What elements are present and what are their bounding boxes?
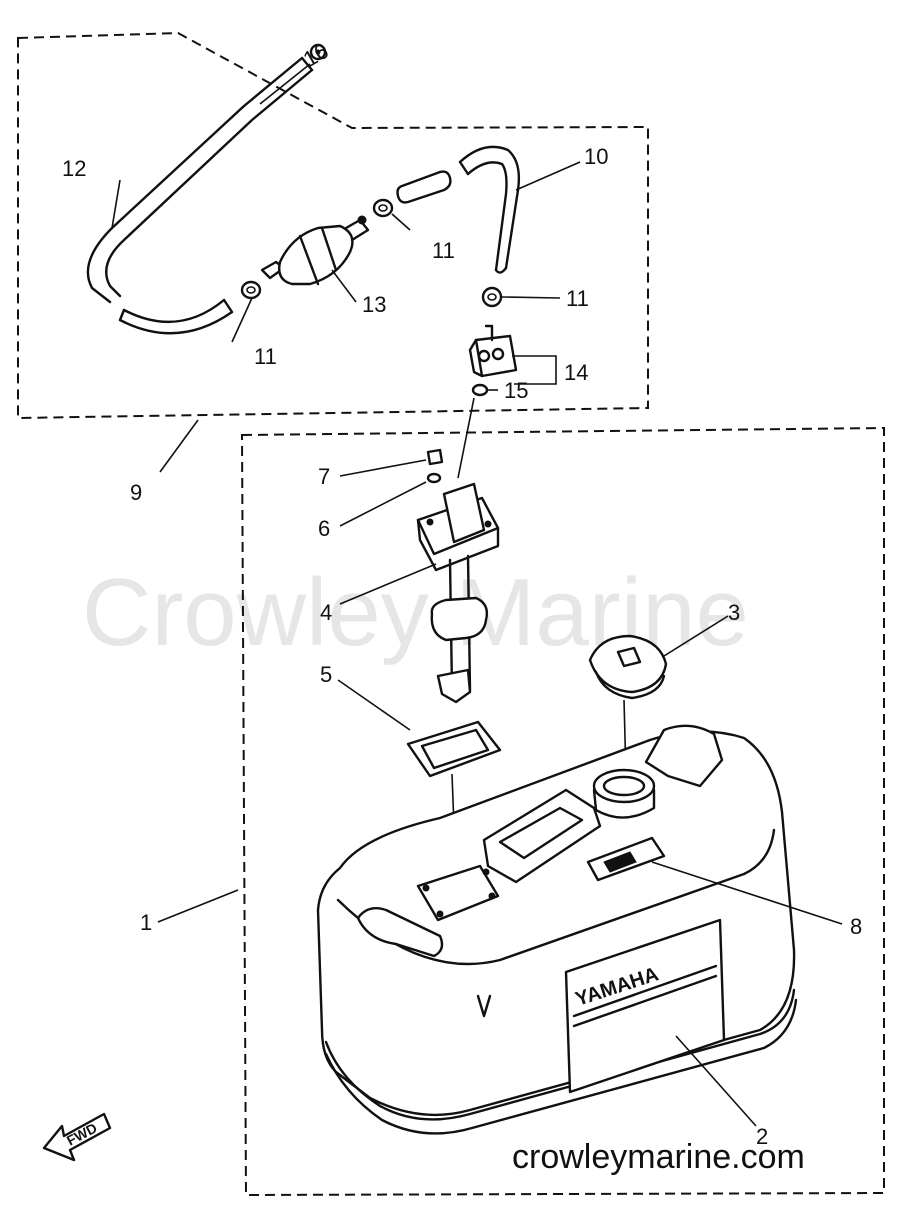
gasket-5	[406, 720, 502, 778]
fuel-gauge-assembly-4	[416, 482, 500, 704]
leader-lines	[111, 63, 843, 1127]
callout-16: 16	[299, 38, 333, 72]
callout-15: 15	[504, 378, 528, 403]
callout-3: 3	[728, 600, 740, 625]
fuel-line-group-outline	[17, 31, 649, 420]
callout-10: 10	[584, 144, 608, 169]
callout-14: 14	[564, 360, 588, 385]
connector-14	[468, 324, 518, 378]
callout-9: 9	[130, 480, 142, 505]
fuel-tank-2: YAMAHA	[316, 724, 798, 1135]
clamp-11-right	[481, 286, 503, 308]
callout-11-middle: 11	[432, 238, 455, 263]
callout-13: 13	[362, 292, 386, 317]
clamp-16	[309, 43, 327, 61]
fuel-cap-3	[588, 634, 668, 700]
connection-line-upper	[457, 397, 475, 479]
primer-bulb-13	[260, 215, 370, 286]
clamp-11-left	[240, 280, 262, 300]
website-label: crowleymarine.com	[512, 1138, 805, 1176]
callout-7: 7	[318, 464, 330, 489]
callout-11-left: 11	[254, 344, 277, 369]
hose-10	[458, 145, 521, 274]
callout-2: 2	[756, 1124, 768, 1149]
screw-7	[426, 448, 444, 466]
callout-5: 5	[320, 662, 332, 687]
callout-8: 8	[850, 914, 862, 939]
callout-6: 6	[318, 516, 330, 541]
callout-11-right: 11	[566, 286, 589, 311]
clamp-11-middle	[372, 198, 394, 218]
o-ring-15	[471, 383, 489, 397]
short-hose	[396, 170, 452, 204]
callout-1: 1	[140, 910, 152, 935]
callout-12: 12	[62, 156, 86, 181]
callout-4: 4	[320, 600, 332, 625]
forward-arrow-icon: FWD	[42, 1112, 112, 1162]
washer-6	[426, 472, 442, 484]
hose-12	[86, 56, 314, 335]
